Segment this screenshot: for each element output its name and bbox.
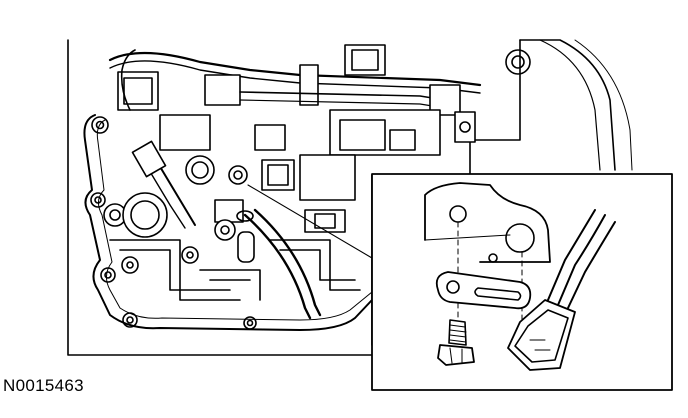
hex-bolt-icon xyxy=(437,319,475,366)
connector-icon xyxy=(507,209,616,371)
leader-line xyxy=(247,184,373,259)
figure-id-label: N0015463 xyxy=(3,376,84,395)
sensor-bracket xyxy=(435,271,532,310)
detail-inset xyxy=(371,173,673,391)
transmission-valve-body xyxy=(67,39,633,356)
